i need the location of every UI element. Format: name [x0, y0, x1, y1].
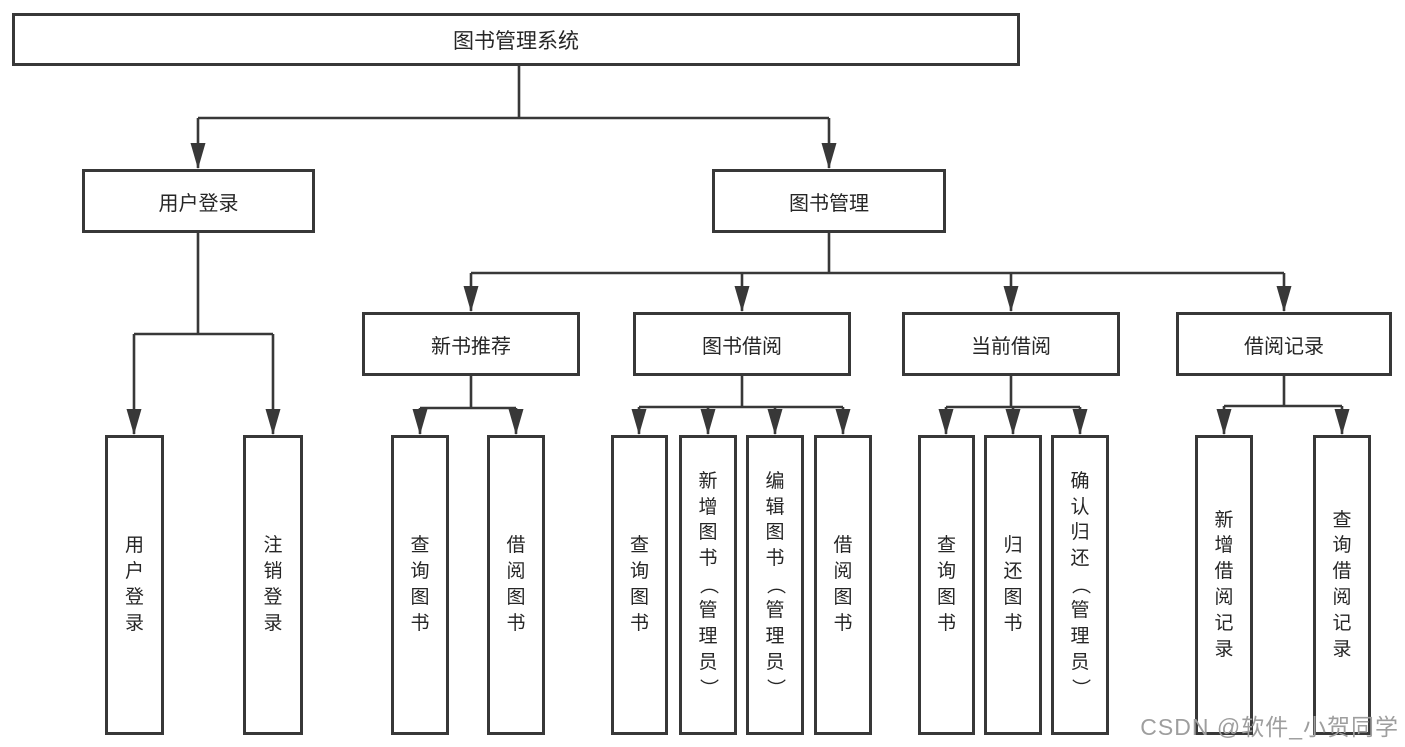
leaf-add-borrow-record: 新增借阅记录	[1195, 435, 1253, 735]
node-label: 归还图书	[1003, 535, 1023, 634]
node-label: 借阅图书	[833, 535, 853, 634]
node-book-management-system: 图书管理系统	[12, 13, 1020, 66]
leaf-confirm-return-admin: 确认归还（管理员）	[1051, 435, 1109, 735]
node-label: 图书管理	[789, 192, 869, 215]
node-user-login: 用户登录	[82, 169, 315, 233]
node-label: 借阅图书	[506, 535, 526, 634]
node-label: 查询图书	[936, 535, 956, 634]
node-label: 新增借阅记录	[1214, 509, 1234, 660]
leaf-query-books-borrow: 查询图书	[611, 435, 668, 735]
leaf-query-books-current: 查询图书	[918, 435, 975, 735]
node-label: 用户登录	[124, 535, 144, 634]
node-label: 查询借阅记录	[1332, 509, 1352, 660]
node-label: 图书借阅	[702, 335, 782, 358]
leaf-borrow-books-borrow: 借阅图书	[814, 435, 872, 735]
leaf-return-books: 归还图书	[984, 435, 1042, 735]
node-new-book-recommendation: 新书推荐	[362, 312, 580, 376]
node-label: 编辑图书（管理员）	[764, 470, 786, 698]
leaf-user-login: 用户登录	[105, 435, 164, 735]
leaf-logout: 注销登录	[243, 435, 303, 735]
leaf-borrow-books-recommend: 借阅图书	[487, 435, 545, 735]
node-label: 注销登录	[263, 535, 283, 634]
node-book-borrowing: 图书借阅	[633, 312, 851, 376]
node-label: 查询图书	[410, 535, 430, 634]
node-label: 用户登录	[158, 192, 239, 215]
tree-skeleton-lines	[134, 66, 1342, 410]
node-label: 查询图书	[629, 535, 649, 634]
leaf-query-books-recommend: 查询图书	[391, 435, 449, 735]
leaf-add-books-admin: 新增图书（管理员）	[679, 435, 737, 735]
node-label: 新书推荐	[431, 335, 511, 358]
node-current-borrowing: 当前借阅	[902, 312, 1120, 376]
node-label: 确认归还（管理员）	[1069, 470, 1091, 698]
node-label: 图书管理系统	[453, 29, 579, 53]
leaf-query-borrow-record: 查询借阅记录	[1313, 435, 1371, 735]
node-label: 新增图书（管理员）	[697, 470, 719, 698]
node-book-management: 图书管理	[712, 169, 946, 233]
node-label: 借阅记录	[1244, 335, 1324, 358]
leaf-edit-books-admin: 编辑图书（管理员）	[746, 435, 804, 735]
node-borrowing-records: 借阅记录	[1176, 312, 1392, 376]
watermark: CSDN @软件_小贺同学	[1140, 714, 1399, 740]
node-label: 当前借阅	[971, 335, 1051, 358]
